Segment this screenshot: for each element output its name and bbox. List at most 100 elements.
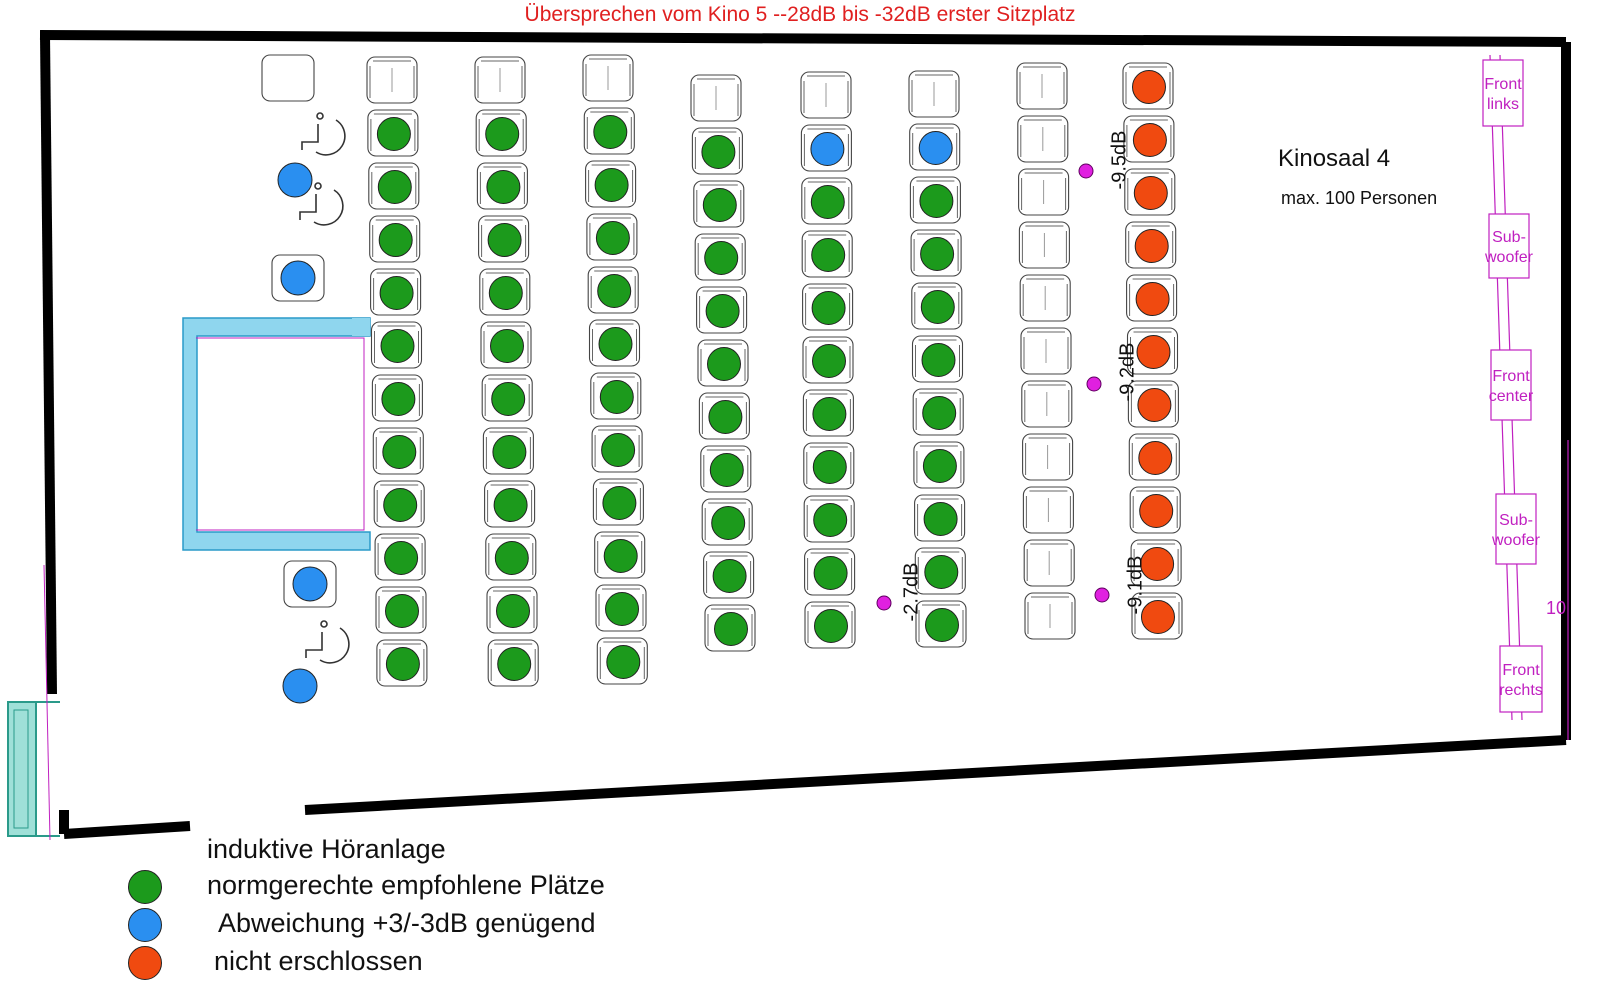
seat-layer [366,54,1183,687]
wheelchair-icon [301,112,346,156]
seat-status-dot [708,400,743,434]
seat [376,639,428,687]
speaker-label: woofer [1491,532,1541,549]
seat [691,127,743,175]
seat-status-dot [383,488,418,522]
seat [479,268,531,316]
seat [914,494,966,542]
seat [696,286,748,334]
seat [1123,115,1175,163]
seat [1124,168,1176,216]
seat-status-dot [377,170,412,204]
speaker-box: Sub-woofer [1484,213,1534,279]
seat-status-dot [602,486,637,520]
speaker-label: Front [1502,662,1540,679]
room-name: Kinosaal 4 [1278,145,1391,172]
seat-status-dot [702,188,737,222]
seat-status-dot [496,594,530,628]
door-swing-line [43,564,51,841]
seat-status-dot [1136,335,1171,369]
seat [1023,539,1075,587]
wheelchair-icon [299,182,344,226]
seat [371,374,423,422]
seat [909,176,961,224]
seat-status-dot [379,276,414,310]
wheelchair-place-dot [292,566,328,602]
speaker-label: Front [1484,76,1522,93]
seat-status-dot [924,555,959,589]
seat [801,230,853,278]
seat [586,213,638,261]
room-walls [39,30,1571,839]
seat-status-dot [493,488,528,522]
seat [1122,62,1174,110]
seat-status-dot [813,503,848,537]
seat [590,372,642,420]
seat [1024,592,1076,640]
seat-status-dot [922,449,957,483]
seat [909,123,961,171]
stage-frame [182,317,371,551]
seat [1018,221,1070,269]
seat-status-dot [378,223,413,257]
seat [1019,274,1071,322]
wall-left [40,34,57,695]
seat [703,551,755,599]
seat [802,389,854,437]
seat-status-dot [487,223,522,257]
seat [370,268,422,316]
seat [804,601,856,649]
measurement-label: -9.2dB [1116,343,1138,402]
seat-status-dot [384,541,419,575]
seat-status-dot [810,132,845,166]
speaker-label: woofer [1484,249,1534,266]
seat-status-dot [712,559,747,593]
seat [374,533,426,581]
seat [693,180,745,228]
seat [1130,539,1182,587]
seat-status-dot [1137,388,1172,422]
seat-status-dot [812,397,847,431]
wheelchair-layer [261,54,350,704]
seat-status-dot [376,117,411,151]
seat-status-dot [598,327,633,361]
seat [915,600,967,648]
seat-status-dot [711,506,746,540]
speaker-label: Front [1492,368,1530,385]
seat [485,533,537,581]
seat [701,498,753,546]
seat [914,547,966,595]
seat [1022,486,1074,534]
seat-status-dot [704,241,739,275]
seat [697,339,749,387]
speaker-label: rechts [1499,682,1543,699]
seat-status-dot [1135,282,1170,316]
seat [587,266,639,314]
seat-status-dot [492,435,527,469]
speaker-label: Sub- [1492,229,1526,246]
seat [588,319,641,367]
seat [1128,433,1180,481]
seat-status-dot [921,343,956,377]
seat [1126,274,1178,322]
seat-status-dot [1141,600,1175,634]
seat-status-dot [599,380,634,414]
wheelchair-seat [261,54,315,102]
room-capacity: max. 100 Personen [1281,188,1438,208]
seat [582,54,634,102]
seat [1021,380,1073,428]
seat-status-dot [813,556,848,590]
seat [370,321,423,369]
seat [1022,433,1074,481]
seat [480,321,532,369]
seat [474,56,526,104]
seat-status-dot [1132,70,1166,104]
measurement-point [1094,587,1110,603]
seat-status-dot [922,396,957,430]
seat [1131,592,1183,640]
seat [800,124,852,172]
seat-status-dot [1140,547,1175,581]
seat [486,586,538,634]
